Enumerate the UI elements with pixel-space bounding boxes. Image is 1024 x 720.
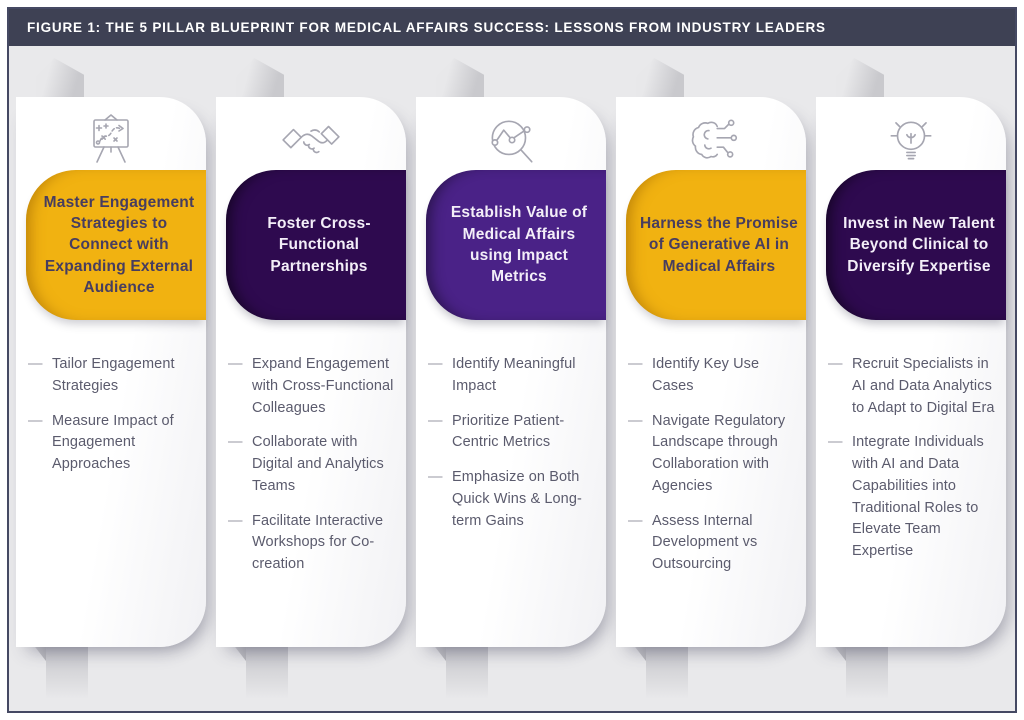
bullet-text: Measure Impact of Engagement Approaches (52, 412, 174, 473)
bullet-item: — Identify Meaningful Impact (428, 354, 600, 398)
pillar-title: Master Engagement Strategies to Connect … (43, 193, 195, 297)
bullet-list: — Recruit Specialists in AI and Data Ana… (816, 354, 1006, 576)
bullet-item: — Navigate Regulatory Landscape through … (628, 411, 800, 498)
bullet-text: Expand Engagement with Cross-Functional … (252, 356, 394, 416)
fold-ribbon-bottom (246, 643, 288, 699)
figure-frame: FIGURE 1: THE 5 PILLAR BLUEPRINT FOR MED… (7, 7, 1017, 713)
pillar-2: Foster Cross-Functional Partnerships — E… (216, 46, 406, 711)
pillar-card: Invest in New Talent Beyond Clinical to … (816, 97, 1006, 647)
bullet-list: — Identify Meaningful Impact — Prioritiz… (416, 354, 606, 545)
bullet-text: Assess Internal Development vs Outsourci… (652, 512, 758, 573)
dash-marker: — (228, 512, 243, 529)
strategy-board-icon (16, 97, 206, 170)
pillar-title: Harness the Promise of Generative AI in … (640, 214, 799, 275)
bullet-item: — Expand Engagement with Cross-Functiona… (228, 354, 400, 419)
dash-marker: — (428, 412, 443, 429)
pillar-4: Harness the Promise of Generative AI in … (616, 46, 806, 711)
bullet-text: Tailor Engagement Strategies (52, 356, 175, 394)
bullet-list: — Identify Key Use Cases — Navigate Regu… (616, 354, 806, 589)
bullet-text: Navigate Regulatory Landscape through Co… (652, 412, 786, 494)
pillar-1: Master Engagement Strategies to Connect … (16, 46, 206, 711)
bullet-text: Recruit Specialists in AI and Data Analy… (852, 356, 995, 416)
dash-marker: — (628, 356, 643, 372)
bullet-item: — Identify Key Use Cases (628, 354, 800, 398)
pillar-3: Establish Value of Medical Affairs using… (416, 46, 606, 711)
pillar-header: Master Engagement Strategies to Connect … (26, 170, 206, 320)
pillar-title: Establish Value of Medical Affairs using… (450, 204, 588, 286)
bullet-item: — Integrate Individuals with AI and Data… (828, 432, 1000, 563)
bullet-item: — Collaborate with Digital and Analytics… (228, 432, 400, 497)
dash-marker: — (228, 434, 243, 451)
pillar-5: Invest in New Talent Beyond Clinical to … (816, 46, 1006, 711)
pillar-card: Harness the Promise of Generative AI in … (616, 97, 806, 647)
bullet-item: — Measure Impact of Engagement Approache… (28, 411, 200, 476)
dash-marker: — (28, 412, 43, 429)
pillar-header: Harness the Promise of Generative AI in … (626, 170, 806, 320)
lightbulb-icon (816, 97, 1006, 170)
dash-marker: — (228, 356, 243, 372)
pillar-header: Foster Cross-Functional Partnerships (226, 170, 406, 320)
bullet-text: Prioritize Patient-Centric Metrics (452, 412, 565, 451)
handshake-icon (216, 97, 406, 170)
bullet-text: Identify Meaningful Impact (452, 356, 576, 394)
bullet-item: — Assess Internal Development vs Outsour… (628, 511, 800, 576)
bullet-text: Collaborate with Digital and Analytics T… (252, 434, 384, 494)
pillar-header: Invest in New Talent Beyond Clinical to … (826, 170, 1006, 320)
bullet-item: — Prioritize Patient-Centric Metrics (428, 411, 600, 455)
dash-marker: — (28, 356, 43, 372)
bullet-item: — Emphasize on Both Quick Wins & Long-te… (428, 467, 600, 532)
pillar-card: Foster Cross-Functional Partnerships — E… (216, 97, 406, 647)
dash-marker: — (428, 356, 443, 372)
pillars-canvas: Master Engagement Strategies to Connect … (9, 46, 1015, 711)
bullet-item: — Tailor Engagement Strategies (28, 354, 200, 398)
pillar-card: Establish Value of Medical Affairs using… (416, 97, 606, 647)
pillar-title: Foster Cross-Functional Partnerships (267, 214, 371, 275)
figure-title: FIGURE 1: THE 5 PILLAR BLUEPRINT FOR MED… (27, 20, 826, 35)
dash-marker: — (428, 469, 443, 485)
bullet-text: Integrate Individuals with AI and Data C… (852, 434, 984, 559)
pillar-card: Master Engagement Strategies to Connect … (16, 97, 206, 647)
magnifier-chart-icon (416, 97, 606, 170)
fold-ribbon-bottom (446, 643, 488, 699)
dash-marker: — (828, 356, 843, 372)
bullet-list: — Expand Engagement with Cross-Functiona… (216, 354, 406, 589)
pillar-title: Invest in New Talent Beyond Clinical to … (843, 214, 995, 275)
fold-ribbon-bottom (846, 643, 888, 699)
bullet-item: — Facilitate Interactive Workshops for C… (228, 511, 400, 576)
dash-marker: — (628, 512, 643, 529)
dash-marker: — (828, 434, 843, 451)
bullet-item: — Recruit Specialists in AI and Data Ana… (828, 354, 1000, 419)
dash-marker: — (628, 412, 643, 429)
bullet-text: Facilitate Interactive Workshops for Co-… (252, 512, 384, 573)
pillar-header: Establish Value of Medical Affairs using… (426, 170, 606, 320)
bullet-list: — Tailor Engagement Strategies — Measure… (16, 354, 206, 489)
ai-brain-icon (616, 97, 806, 170)
fold-ribbon-bottom (646, 643, 688, 699)
bullet-text: Emphasize on Both Quick Wins & Long-term… (452, 469, 582, 529)
bullet-text: Identify Key Use Cases (652, 356, 760, 394)
figure-title-bar: FIGURE 1: THE 5 PILLAR BLUEPRINT FOR MED… (9, 9, 1015, 46)
fold-ribbon-bottom (46, 643, 88, 699)
